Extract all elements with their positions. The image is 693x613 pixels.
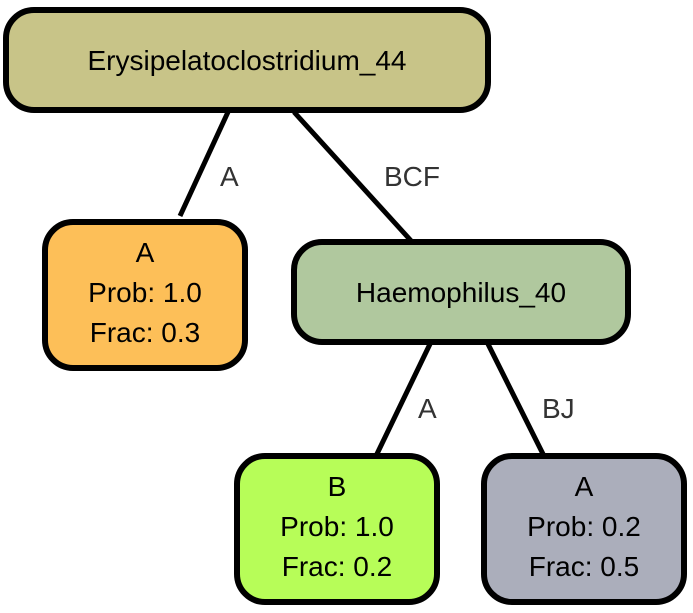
node-leaf-a2-class: A <box>575 471 594 502</box>
edge-haemophilus-to-leaf-b: A <box>373 342 437 458</box>
edge-label-haemophilus-to-leaf-a2: BJ <box>542 393 575 424</box>
edge-label-root-to-leaf-a: A <box>220 161 239 192</box>
node-root-box <box>3 7 491 113</box>
node-root: Erysipelatoclostridium_44 <box>3 7 491 113</box>
node-haemophilus-box <box>291 239 631 345</box>
node-leaf-b: B Prob: 1.0 Frac: 0.2 <box>234 453 440 605</box>
node-leaf-a-box <box>42 219 248 371</box>
node-leaf-a-class: A <box>136 237 155 268</box>
node-leaf-b-class: B <box>328 471 347 502</box>
node-root-label: Erysipelatoclostridium_44 <box>87 45 406 76</box>
node-leaf-a2-box <box>481 453 687 605</box>
node-leaf-a2-prob: Prob: 0.2 <box>527 511 641 542</box>
edge-label-root-to-haemophilus: BCF <box>384 161 440 192</box>
node-leaf-a: A Prob: 1.0 Frac: 0.3 <box>42 219 248 371</box>
edge-root-to-haemophilus: BCF <box>292 110 440 246</box>
node-haemophilus-label: Haemophilus_40 <box>356 277 566 308</box>
node-leaf-a-prob: Prob: 1.0 <box>88 277 202 308</box>
node-leaf-a-frac: Frac: 0.3 <box>90 317 200 348</box>
node-leaf-a2-frac: Frac: 0.5 <box>529 551 639 582</box>
node-leaf-a2: A Prob: 0.2 Frac: 0.5 <box>481 453 687 605</box>
edge-label-haemophilus-to-leaf-b: A <box>418 393 437 424</box>
node-leaf-b-frac: Frac: 0.2 <box>282 551 392 582</box>
edge-haemophilus-to-leaf-a2: BJ <box>485 342 575 458</box>
node-leaf-b-box <box>234 453 440 605</box>
node-leaf-b-prob: Prob: 1.0 <box>280 511 394 542</box>
node-haemophilus: Haemophilus_40 <box>291 239 631 345</box>
edge-root-to-leaf-a: A <box>177 110 239 218</box>
